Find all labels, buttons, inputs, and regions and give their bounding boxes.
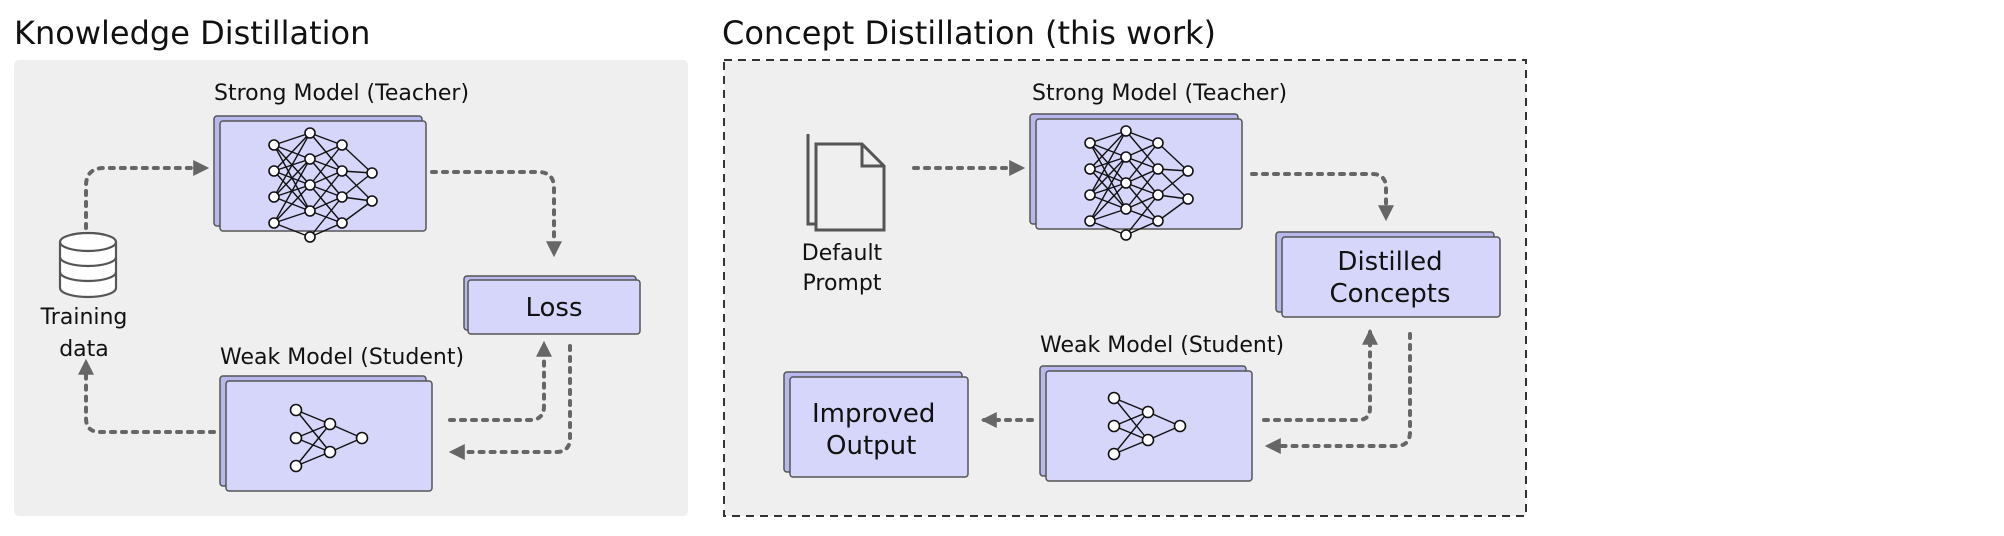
left-teacher-box [213, 115, 427, 243]
arrow-student-to-data [78, 358, 216, 434]
training-data-label-line1: Training [40, 305, 128, 330]
improved-output-label-line2: Output [826, 431, 916, 461]
default-prompt-label-line1: Default [802, 241, 883, 266]
arrow-data-to-teacher [84, 160, 210, 230]
left-teacher-label: Strong Model (Teacher) [214, 81, 469, 106]
arrow-teacher-to-loss [430, 170, 562, 258]
default-prompt-label-line2: Prompt [803, 271, 882, 296]
document-icon [806, 134, 886, 232]
right-teacher-box [1029, 113, 1243, 241]
right-student-label: Weak Model (Student) [1040, 333, 1284, 358]
loss-box: Loss [463, 275, 641, 335]
arrow-concepts-to-student [1264, 332, 1412, 454]
left-student-box [219, 375, 433, 492]
arrow-student-to-concepts [1262, 328, 1378, 422]
right-teacher-label: Strong Model (Teacher) [1032, 81, 1287, 106]
arrow-student-to-loss [448, 340, 552, 422]
training-data-label-line2: data [59, 337, 109, 362]
right-student-box [1039, 365, 1253, 482]
left-panel-background [14, 60, 688, 516]
improved-output-label-line1: Improved [812, 399, 935, 429]
left-panel-title: Knowledge Distillation [14, 14, 370, 52]
arrow-loss-to-student [448, 344, 572, 460]
distilled-concepts-box: Distilled Concepts [1275, 231, 1501, 318]
improved-output-box: Improved Output [783, 371, 969, 478]
distilled-concepts-label-line1: Distilled [1337, 247, 1442, 277]
loss-label: Loss [525, 293, 582, 323]
database-icon [58, 231, 118, 299]
right-panel-title: Concept Distillation (this work) [722, 14, 1216, 52]
left-student-label: Weak Model (Student) [220, 345, 464, 370]
distilled-concepts-label-line2: Concepts [1329, 279, 1450, 309]
arrow-teacher-to-concepts [1250, 172, 1394, 222]
